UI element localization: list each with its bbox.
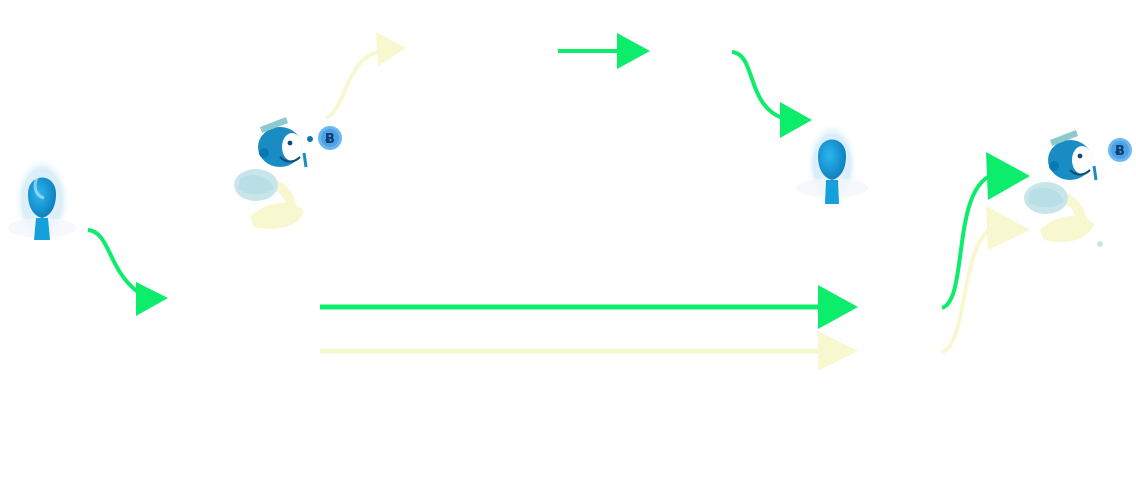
arrow-top-middle: [558, 33, 650, 69]
coin-symbol: Ƀ: [1115, 144, 1125, 159]
arrow-right-up-muted: [941, 206, 1030, 354]
arrow-long-active: [320, 285, 858, 329]
coin-symbol: Ƀ: [325, 132, 335, 147]
arrow-user-left-out: [87, 228, 168, 316]
arrow-top-right-down: [731, 50, 812, 138]
bitcoin-trader-icon: [234, 117, 313, 230]
person-icon: [8, 156, 76, 244]
bitcoin-trader-icon: [1024, 130, 1103, 247]
person-icon: [796, 122, 868, 206]
arrow-trader-left-up: [324, 32, 406, 120]
arrow-right-up-active: [941, 152, 1030, 310]
bitcoin-coin-icon: Ƀ: [1108, 138, 1132, 162]
bitcoin-coin-icon: Ƀ: [318, 126, 342, 150]
arrow-long-muted: [320, 331, 858, 371]
